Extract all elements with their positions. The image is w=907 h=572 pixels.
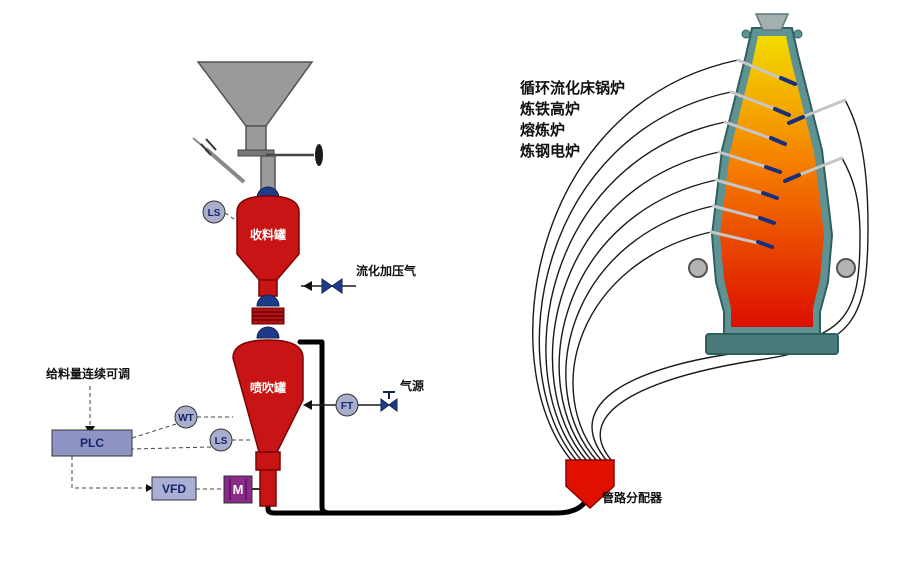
valve-icon [321, 278, 333, 294]
handwheel-icon [315, 144, 323, 166]
distributor-label: 管路分配器 [602, 490, 663, 505]
signal-line [131, 423, 177, 439]
plc-box [51, 429, 133, 457]
valve-icon [388, 398, 398, 412]
control-boxes: 给料量连续可调 PLC VFD M [46, 366, 253, 504]
inlet-flange-tick [200, 143, 212, 156]
flow-arrow-icon [303, 281, 312, 291]
injection-tank-body [232, 339, 304, 453]
valve-icon [380, 398, 390, 412]
weight-transmitter [174, 405, 198, 429]
conveying-branch-pipe [297, 339, 333, 516]
hopper-neck [245, 125, 267, 153]
conveying-pipe [551, 151, 720, 462]
furnace-ear-left [741, 29, 751, 39]
application-item: 炼钢电炉 [520, 142, 580, 160]
inter-tank-valves [251, 294, 285, 339]
motor-label: M [233, 482, 244, 497]
conveying-pipe [532, 59, 739, 462]
inlet-flange-tick [205, 138, 217, 151]
injection-lances [709, 58, 847, 249]
lance-tip [758, 216, 776, 225]
lance-tip [787, 115, 805, 125]
hopper-flange [237, 149, 275, 157]
fluidizing-gas-label: 流化加压气 [356, 263, 416, 278]
conveying-pipe [538, 91, 732, 462]
lance-tip [779, 76, 797, 86]
flow-transmitter-label: FT [341, 401, 353, 412]
inlet-lance-pipe [204, 147, 246, 184]
distributor-body [565, 459, 615, 510]
gas-source-label: 气源 [399, 378, 424, 393]
application-list: 循环流化床锅炉 炼铁高炉 熔炼炉 炼钢电炉 [520, 79, 625, 160]
trunnion-left [688, 258, 708, 278]
receiving-tank-body [236, 195, 300, 283]
receiving-tank-label: 收料罐 [250, 227, 286, 242]
lance-tip [769, 136, 787, 146]
gas-source-line: 气源 [303, 378, 424, 412]
application-item: 炼铁高炉 [520, 100, 580, 118]
dome-valve-icon [256, 326, 280, 339]
fluidizing-gas-line: 流化加压气 [301, 263, 416, 294]
conveying-pipe [545, 121, 726, 462]
feed-note-label: 给料量连续可调 [46, 366, 130, 381]
conveying-pipe [572, 231, 712, 462]
signal-line [131, 446, 212, 450]
flow-transmitter [335, 393, 359, 417]
control-signal-lines [71, 212, 260, 492]
injection-tank-outlet [255, 451, 281, 471]
main-conveying-line [265, 339, 593, 516]
level-switch-upper [202, 200, 226, 224]
lance-tip [764, 165, 782, 174]
level-switch-lower-label: LS [215, 436, 228, 447]
furnace-top-bell [754, 13, 790, 31]
weight-transmitter-label: WT [178, 413, 194, 424]
conveying-pipe [565, 205, 714, 462]
furnace-base [705, 333, 839, 355]
lance-tip [773, 107, 791, 117]
application-item: 熔炼炉 [520, 121, 565, 139]
level-switch-lower [209, 428, 233, 452]
furnace [688, 13, 856, 355]
furnace-ear-right [793, 29, 803, 39]
application-item: 循环流化床锅炉 [520, 79, 625, 97]
conveying-pipe [558, 179, 717, 462]
pipeline-distributor: 管路分配器 [565, 459, 663, 510]
injection-tank-label: 喷吹罐 [250, 380, 286, 395]
motor-box [223, 475, 253, 504]
discharge-column [259, 469, 277, 507]
flow-arrow-icon [303, 400, 312, 410]
lance-tip [761, 191, 779, 200]
receiving-tank-outlet [258, 279, 278, 297]
lance-tip [756, 240, 774, 249]
feed-hopper [192, 61, 323, 199]
vfd-box [151, 476, 197, 501]
conveying-main-pipe [265, 493, 593, 516]
injection-tank: 喷吹罐 [232, 339, 304, 507]
instruments: LS WT LS FT [174, 200, 359, 452]
signal-line [224, 212, 238, 222]
dome-valve-icon [256, 294, 280, 307]
plc-label: PLC [80, 436, 104, 450]
receiving-tank: 收料罐 [236, 186, 300, 297]
lance-tip [783, 173, 801, 183]
arrow-right-icon [146, 484, 153, 492]
vfd-label: VFD [162, 482, 186, 496]
valve-icon [331, 278, 343, 294]
furnace-interior [720, 36, 824, 327]
hopper-funnel [196, 61, 314, 127]
signal-line [71, 456, 146, 489]
level-switch-upper-label: LS [208, 208, 221, 219]
trunnion-right [836, 258, 856, 278]
